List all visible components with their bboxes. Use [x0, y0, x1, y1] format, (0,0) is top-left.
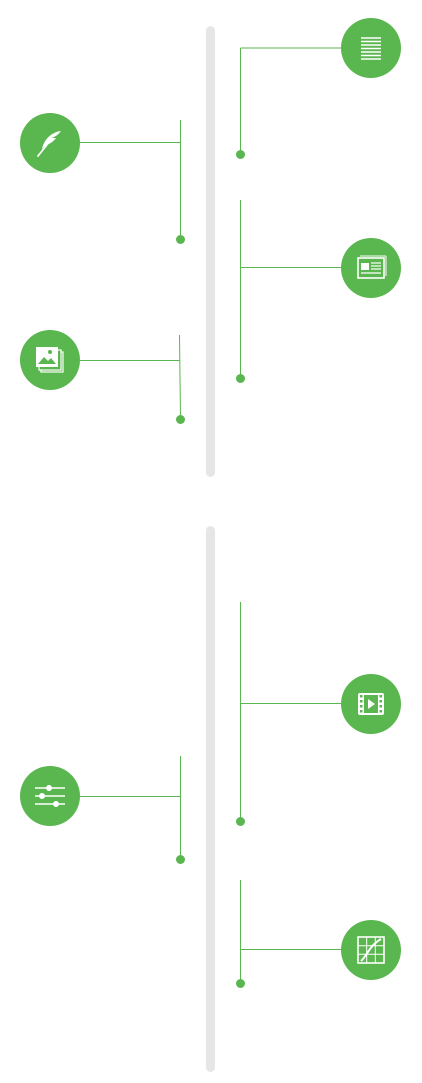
timeline-node-newspaper: [341, 238, 401, 298]
timeline-node-text: [341, 18, 401, 78]
connector-dot: [236, 374, 245, 383]
timeline-node-images: [20, 330, 80, 390]
connector-dot: [236, 150, 245, 159]
timeline-spine-2: [206, 526, 215, 1072]
timeline-spine-1: [206, 26, 215, 477]
connector-dot: [176, 855, 185, 864]
connector-dot: [176, 235, 185, 244]
connector-dot: [176, 415, 185, 424]
sliders-icon: [35, 785, 65, 807]
text-lines-icon: [361, 37, 381, 60]
connector-dot: [236, 979, 245, 988]
timeline-node-video: [341, 674, 401, 734]
timeline-node-chart: [341, 920, 401, 980]
feather-icon: [37, 131, 61, 157]
connector-line: [179, 334, 181, 420]
chart-grid-icon: [357, 936, 385, 964]
image-gallery-icon: [36, 347, 64, 373]
connector-dot: [236, 817, 245, 826]
timeline-node-sliders: [20, 766, 80, 826]
timeline-node-feather: [20, 113, 80, 173]
newspaper-icon: [357, 255, 387, 279]
video-play-icon: [358, 693, 384, 715]
